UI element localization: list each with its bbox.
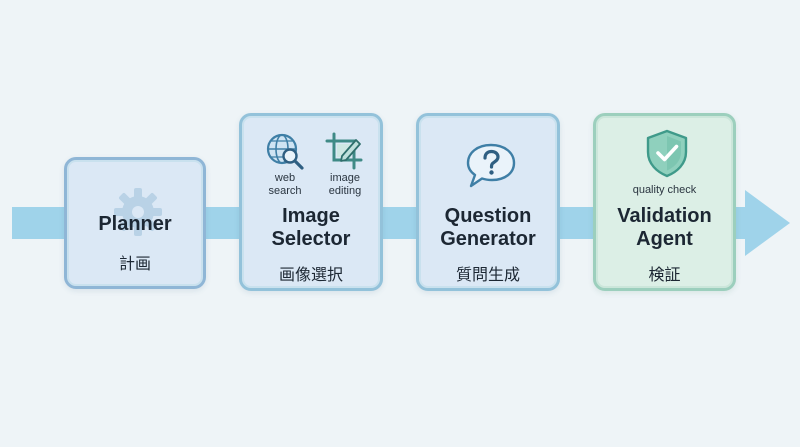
- shield-check-icon: [644, 128, 690, 178]
- stage-japanese-label: 計画: [118, 254, 151, 273]
- stage-japanese-label: 画像選択: [278, 265, 343, 284]
- stage-title-line1: Question: [444, 205, 532, 227]
- stage-japanese-label: 検証: [648, 265, 681, 284]
- planner-card: Planner 計画: [64, 157, 206, 289]
- stage-japanese-label: 質問生成: [455, 265, 520, 284]
- question-generator-card: Question Generator 質問生成: [416, 113, 560, 291]
- crop-edit-icon: [325, 132, 365, 170]
- web-search-tool: web search: [260, 132, 310, 198]
- stage-title-line2: Selector: [271, 228, 351, 250]
- tool-label: image editing: [329, 172, 361, 198]
- stage-title-line2: Generator: [440, 228, 536, 250]
- tool-label-line1: image: [330, 172, 360, 184]
- stage-title-line1: Image: [282, 205, 340, 227]
- globe-search-icon: [265, 132, 305, 170]
- stage-title-line1: Validation: [617, 205, 712, 227]
- tool-label-line2: editing: [328, 185, 362, 197]
- image-selector-card: web search image editing Image Selector: [239, 113, 383, 291]
- stage-title: Question Generator: [419, 205, 557, 251]
- quality-check-caption: quality check: [632, 184, 697, 196]
- stage-title: Planner: [98, 213, 172, 235]
- tool-label: web search: [268, 172, 301, 198]
- gear-icon: [112, 186, 164, 238]
- stage-title: Validation Agent: [596, 205, 733, 251]
- validation-agent-card: quality check Validation Agent 検証: [593, 113, 736, 291]
- tool-label-line1: web: [274, 172, 296, 184]
- speech-bubble-question-icon: [465, 142, 517, 190]
- stage-title-line2: Agent: [636, 228, 693, 250]
- stage-title: Image Selector: [242, 205, 380, 251]
- tool-label-line2: search: [268, 185, 302, 197]
- image-editing-tool: image editing: [320, 132, 370, 198]
